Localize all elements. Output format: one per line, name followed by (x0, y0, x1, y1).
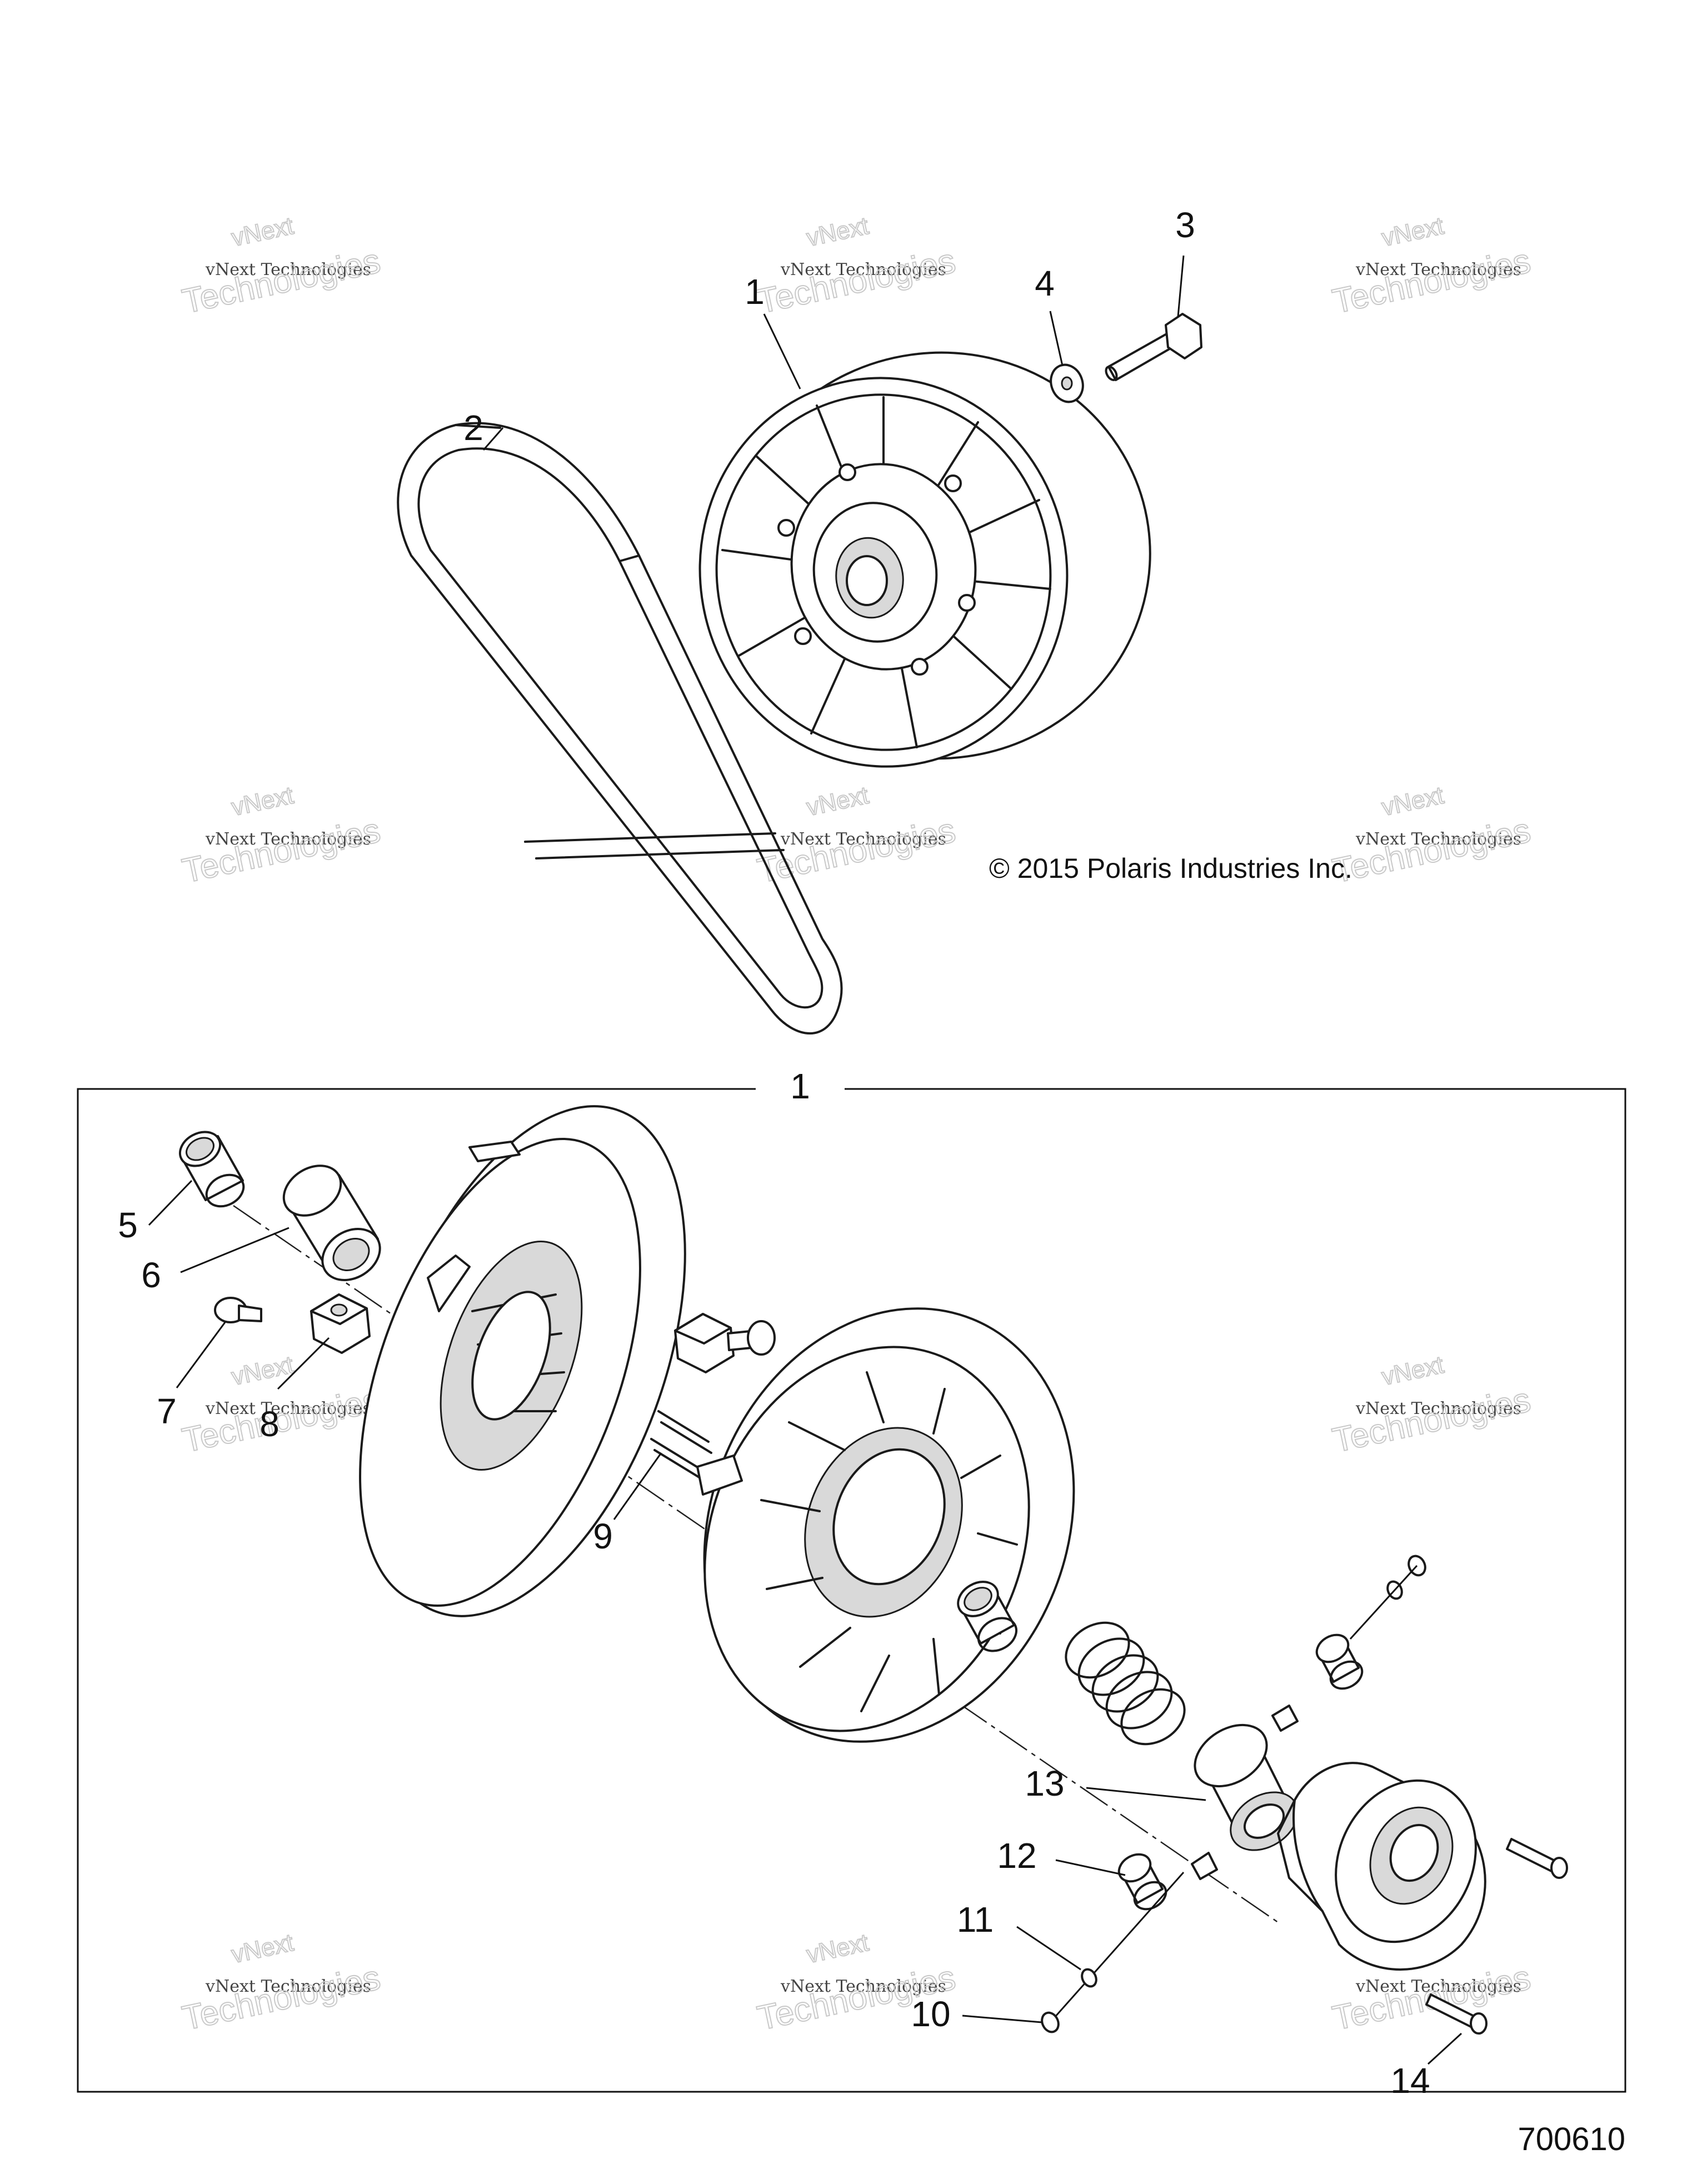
callout-11: 11 (957, 1900, 994, 1940)
watermark-low-right: vNext vNext Technologies Technologies (1329, 1351, 1534, 1461)
watermark-mid-center: vNext vNext Technologies Technologies (753, 781, 959, 891)
watermark-vnext: vNext (804, 782, 871, 821)
watermark-vnext: vNext (1379, 782, 1446, 821)
watermark-bottom-left: vNext vNext Technologies Technologies (178, 1928, 384, 2038)
watermark-text: vNext Technologies (205, 1399, 371, 1418)
callout-3: 3 (1175, 205, 1195, 245)
watermark-text: vNext Technologies (780, 1977, 946, 1996)
watermark-technologies: Technologies (1329, 242, 1534, 321)
watermark-vnext: vNext (229, 1351, 296, 1391)
watermark-vnext: vNext (229, 1929, 296, 1968)
leader-2 (482, 427, 504, 451)
housing-screw-bottom (1425, 1993, 1488, 2035)
callout-13: 13 (1025, 1763, 1064, 1803)
leader-5 (148, 1180, 193, 1226)
driven-clutch-assembly (698, 351, 1151, 768)
watermark-text: vNext Technologies (1355, 1399, 1521, 1418)
watermark-text: vNext Technologies (1355, 260, 1521, 279)
callout-1-top: 1 (745, 272, 765, 312)
watermark-text: vNext Technologies (1355, 829, 1521, 849)
upper-roller (1315, 1633, 1364, 1690)
leader-4 (1049, 311, 1064, 366)
watermark-technologies: Technologies (754, 242, 959, 321)
watermark-technologies: Technologies (179, 1381, 383, 1460)
watermark-technologies: Technologies (1329, 1381, 1534, 1460)
button-pin (214, 1297, 262, 1323)
watermark-technologies: Technologies (179, 242, 383, 321)
watermark-text: vNext Technologies (205, 1977, 371, 1996)
bushing (178, 1131, 245, 1208)
bolt (1105, 313, 1202, 381)
leader-9 (613, 1452, 662, 1520)
watermark-vnext: vNext (229, 212, 296, 252)
helix-housing (1277, 1762, 1486, 1971)
callouts: 1 2 3 4 1 5 6 7 8 9 10 11 12 13 14 (118, 205, 1430, 2101)
washer-small (1041, 2011, 1060, 2033)
housing-screw-right (1506, 1838, 1568, 1879)
bearing (282, 1165, 381, 1282)
roll-pins (650, 1410, 712, 1482)
callout-2: 2 (463, 408, 483, 448)
watermark-vnext: vNext (804, 212, 871, 252)
callout-8: 8 (259, 1404, 279, 1444)
spring (1065, 1621, 1186, 1746)
watermark-top-right: vNext vNext Technologies Technologies (1329, 212, 1534, 322)
watermark-technologies: Technologies (179, 811, 383, 891)
watermark-text: vNext Technologies (205, 260, 371, 279)
callout-6: 6 (141, 1255, 161, 1295)
watermark-vnext: vNext (229, 782, 296, 821)
leader-11 (1016, 1926, 1081, 1971)
button-block (310, 1293, 371, 1354)
upper-axis-line (1349, 1565, 1418, 1640)
retaining-ring (1081, 1968, 1097, 1988)
leader-3 (1177, 255, 1185, 317)
watermark-mid-left: vNext vNext Technologies Technologies (178, 781, 384, 891)
watermark-technologies: Technologies (1329, 811, 1534, 891)
leader-6 (180, 1227, 290, 1273)
watermark-text: vNext Technologies (1355, 1977, 1521, 1996)
callout-7: 7 (157, 1391, 177, 1431)
watermark-text: vNext Technologies (780, 260, 946, 279)
document-id: 700610 (1518, 2121, 1625, 2157)
lower-axis-line (1049, 1872, 1185, 2023)
copyright-text: © 2015 Polaris Industries Inc. (989, 853, 1352, 884)
leader-1-top (763, 313, 801, 389)
leader-12 (1055, 1859, 1126, 1876)
roller (1117, 1853, 1167, 1911)
watermark-vnext: vNext (804, 1929, 871, 1968)
callout-4: 4 (1035, 263, 1055, 303)
drive-belt (397, 422, 843, 1034)
watermark-low-left: vNext vNext Technologies Technologies (178, 1351, 384, 1461)
leader-8 (277, 1337, 330, 1390)
leader-7 (176, 1322, 226, 1388)
leader-13 (1086, 1787, 1206, 1801)
button-block-right (674, 1313, 735, 1373)
callout-10: 10 (911, 1994, 950, 2034)
washer (1050, 363, 1084, 403)
leader-14 (1427, 2032, 1463, 2065)
leader-lines (148, 255, 1463, 2065)
watermark-vnext: vNext (1379, 1351, 1446, 1391)
helix (1191, 1705, 1299, 1880)
watermark-mid-right: vNext vNext Technologies Technologies (1329, 781, 1534, 891)
watermark-top-left: vNext vNext Technologies Technologies (178, 212, 384, 322)
spacer-bushing (957, 1581, 1017, 1652)
watermark-text: vNext Technologies (780, 829, 946, 849)
watermark-top-center: vNext vNext Technologies Technologies (753, 212, 959, 322)
watermark-technologies: Technologies (754, 811, 959, 891)
callout-14: 14 (1390, 2061, 1430, 2101)
watermark-text: vNext Technologies (205, 829, 371, 849)
callout-9: 9 (593, 1516, 613, 1556)
button-screw-right (727, 1320, 776, 1356)
leader-10 (962, 2015, 1042, 2023)
watermark-technologies: Technologies (179, 1958, 383, 2038)
watermark-vnext: vNext (1379, 212, 1446, 252)
callout-1-box: 1 (790, 1066, 810, 1106)
detail-box (77, 1088, 1626, 2093)
callout-5: 5 (118, 1205, 138, 1245)
stationary-sheave (359, 1105, 686, 1617)
callout-12: 12 (997, 1836, 1036, 1876)
